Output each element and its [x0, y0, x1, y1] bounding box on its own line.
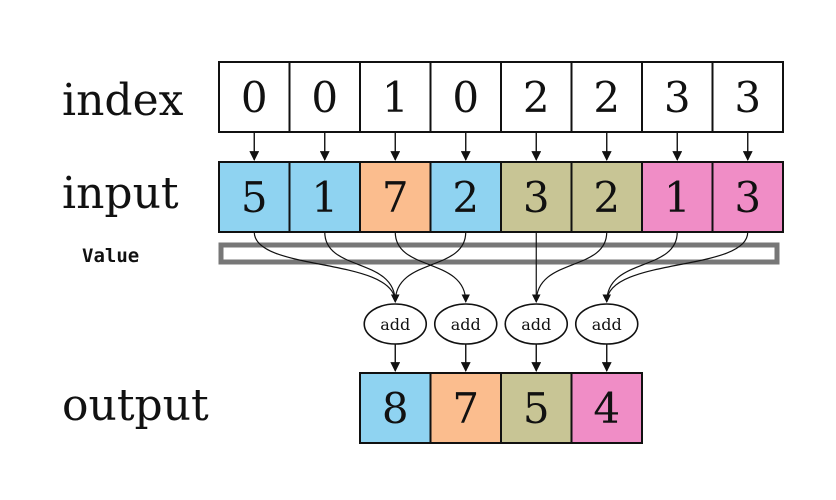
index-cell-value: 0 — [452, 73, 479, 122]
add-node-label: add — [521, 315, 551, 334]
output-row-label: output — [62, 380, 209, 431]
add-operation-nodes: add add add add — [363, 303, 639, 372]
input-cell-value: 3 — [523, 173, 550, 222]
scatter-connection — [602, 231, 749, 303]
input-cell-value: 2 — [452, 173, 479, 222]
index-cell-value: 3 — [664, 73, 691, 122]
index-cell-value: 0 — [241, 73, 268, 122]
scatter-connections — [253, 231, 749, 303]
index-row-label: index — [62, 75, 184, 126]
index-to-input-arrows — [249, 132, 753, 161]
index-cell — [570, 61, 643, 133]
input-cell-value: 7 — [382, 173, 409, 222]
output-cell-value: 4 — [593, 384, 620, 433]
output-cell — [359, 372, 432, 444]
input-cell-value: 3 — [734, 173, 761, 222]
add-node-label: add — [451, 315, 481, 334]
index-cell-value: 3 — [734, 73, 761, 122]
scatter-connection — [253, 231, 400, 303]
add-node-label: add — [592, 315, 622, 334]
input-cell — [711, 161, 784, 233]
index-cell-value: 2 — [523, 73, 550, 122]
index-cell — [218, 61, 291, 133]
input-cell — [359, 161, 432, 233]
input-cell — [641, 161, 714, 233]
index-cell — [288, 61, 361, 133]
index-cell — [711, 61, 784, 133]
value-label: Value — [82, 245, 139, 267]
output-cell-value: 5 — [523, 384, 550, 433]
scatter-connection — [602, 231, 678, 303]
scatter-connection — [391, 231, 467, 303]
index-cell-value: 2 — [593, 73, 620, 122]
output-cell — [570, 372, 643, 444]
output-cell — [429, 372, 502, 444]
output-cell-value: 8 — [382, 384, 409, 433]
input-cell — [570, 161, 643, 233]
add-node-label: add — [380, 315, 410, 334]
input-row-label: input — [62, 168, 179, 219]
output-cell-value: 7 — [452, 384, 479, 433]
input-cell-value: 1 — [664, 173, 691, 222]
index-cell-value: 0 — [311, 73, 338, 122]
input-cell-value: 1 — [311, 173, 338, 222]
index-cell-value: 1 — [382, 73, 409, 122]
input-cell-value: 2 — [593, 173, 620, 222]
value-bracket-box — [218, 242, 780, 265]
input-cell-value: 5 — [241, 173, 268, 222]
scatter-connection — [532, 231, 608, 303]
scatter-connection — [324, 231, 400, 303]
